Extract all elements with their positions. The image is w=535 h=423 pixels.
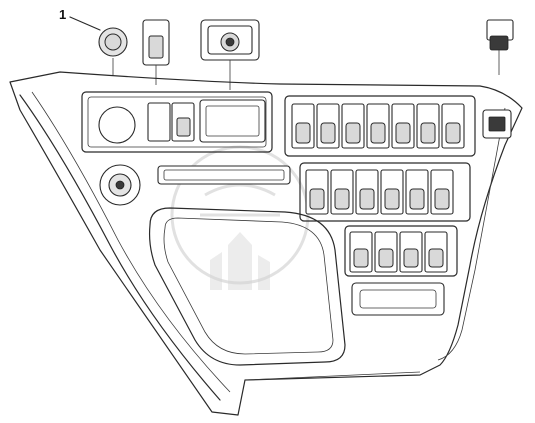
part-knob-1 (98, 27, 128, 75)
center-slot (157, 165, 291, 185)
lower-left-knob (99, 164, 141, 206)
panel-outline (9, 71, 523, 416)
switch-bank-top (284, 95, 476, 157)
switch-bank-middle (299, 162, 471, 222)
switch-bank-lower (344, 225, 458, 277)
upper-left-recess (81, 91, 273, 153)
part-rocker-switch (142, 19, 170, 85)
right-small-switch (482, 109, 512, 139)
storage-recess (148, 207, 346, 366)
leader-line (69, 16, 101, 31)
part-small-switch (486, 19, 514, 75)
callout-label-1: 1 (59, 7, 67, 22)
part-lighter-socket (200, 19, 260, 90)
bottom-slot (351, 282, 445, 316)
